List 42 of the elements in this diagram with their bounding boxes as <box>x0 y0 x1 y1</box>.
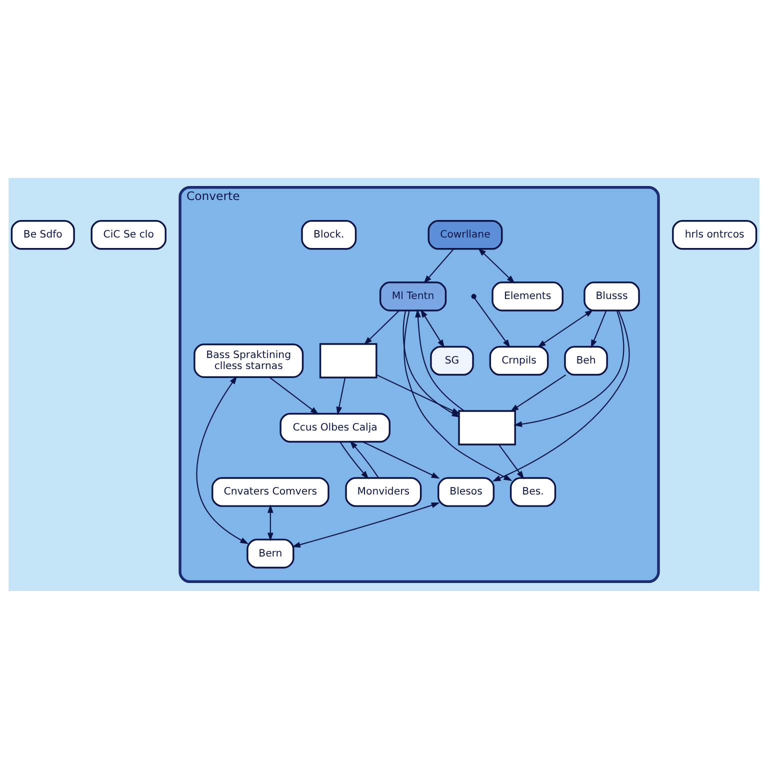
arrow <box>424 248 454 284</box>
arrow <box>404 310 512 480</box>
arrow <box>267 504 274 541</box>
arrow <box>362 440 440 478</box>
node-box: Blusss <box>584 281 640 311</box>
node-box: Cnvaters Comvers <box>212 476 330 506</box>
node-box: Crnpils <box>489 345 549 376</box>
arrow <box>364 310 400 344</box>
arrow <box>510 374 566 412</box>
arrow <box>340 441 369 479</box>
node-box: hrls ontrcos <box>672 220 758 250</box>
node-box: Beh <box>564 345 608 376</box>
node-box: SG <box>430 345 474 376</box>
arrow <box>478 247 515 284</box>
arrow <box>292 502 440 548</box>
node-box: CiC Se clo <box>90 220 166 250</box>
node-box: Bern <box>246 538 294 568</box>
node-box: Be Sdfo <box>10 220 75 250</box>
arrow <box>420 308 445 348</box>
node-box: Monviders <box>345 476 422 506</box>
node-box: Bass Spraktining clless starnas <box>194 343 304 378</box>
arrow <box>474 297 510 348</box>
node-box: Blesos <box>438 476 495 506</box>
node-box <box>458 410 516 445</box>
arrow <box>590 310 607 348</box>
arrow <box>537 309 594 348</box>
node-box: Bes. <box>510 476 556 506</box>
node-box: Elements <box>492 281 564 311</box>
arrow <box>269 376 319 414</box>
node-box: Cowrllane <box>428 220 503 250</box>
node-box: Ml Tentn <box>379 281 447 311</box>
arrow <box>376 374 460 414</box>
arrow <box>350 440 380 478</box>
arrow <box>196 375 249 544</box>
node-box: Ccus Olbes Calja <box>280 412 390 442</box>
arrow <box>415 308 465 411</box>
node-box <box>319 342 378 378</box>
arrow <box>336 377 346 415</box>
node-box: Block. <box>301 220 357 250</box>
arrow <box>514 310 624 427</box>
arrow <box>492 310 630 481</box>
arrow <box>498 444 524 479</box>
